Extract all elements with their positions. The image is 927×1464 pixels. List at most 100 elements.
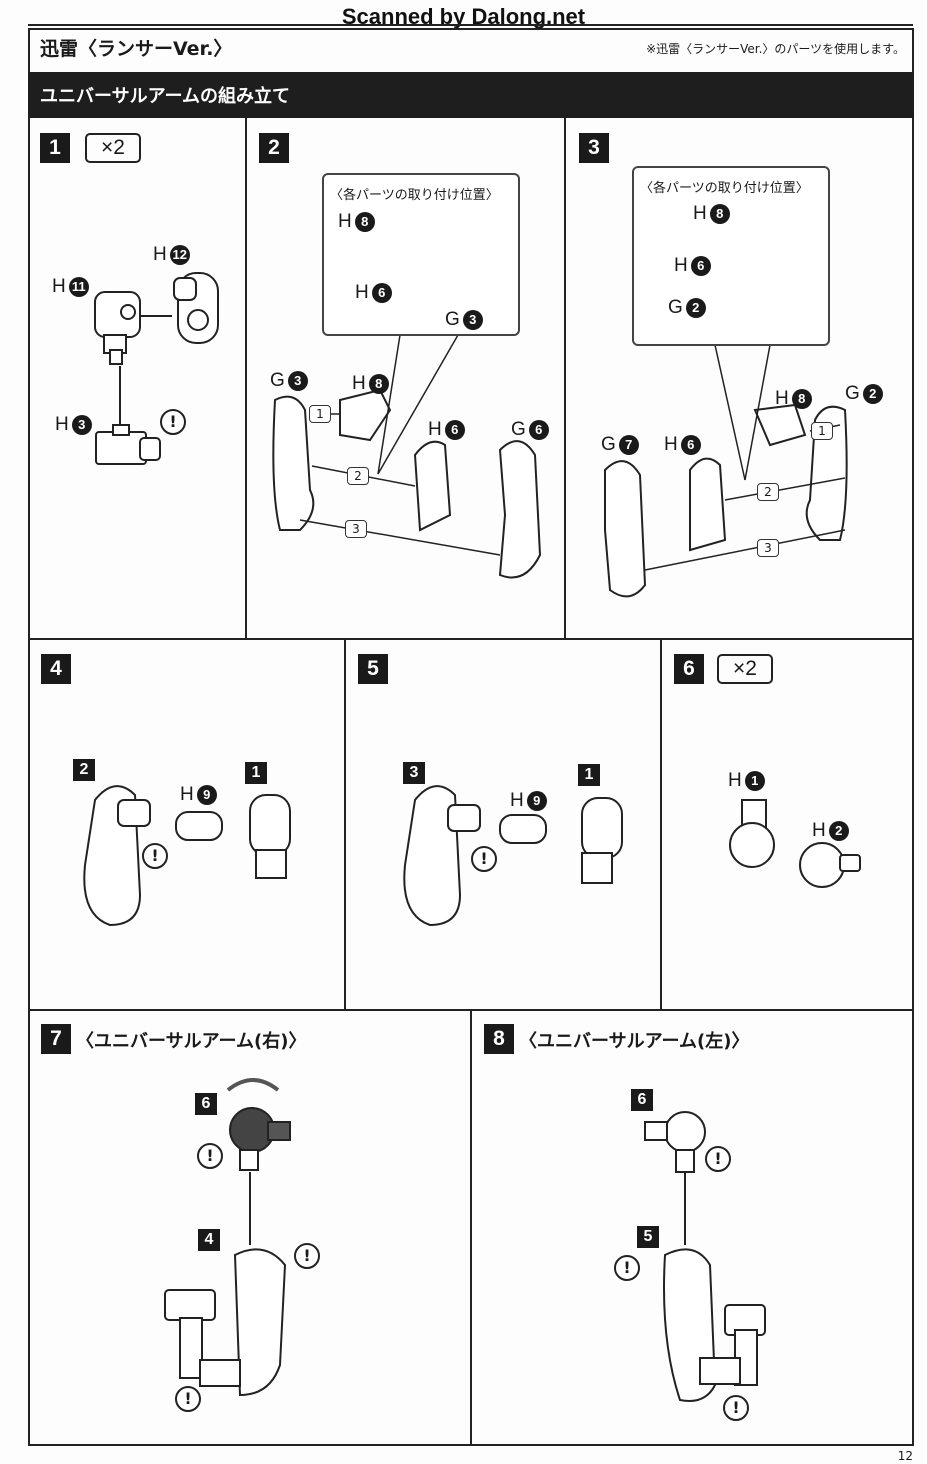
part-number-badge: 7: [618, 435, 639, 455]
part-h11: [94, 291, 141, 365]
part-number-badge: 9: [526, 791, 547, 811]
part-h2: [799, 842, 845, 888]
part-1: [581, 797, 623, 859]
part-number-badge: 8: [354, 212, 375, 232]
subassembly-ref: 5: [637, 1226, 659, 1248]
caution-icon: !: [614, 1255, 640, 1281]
col-divider: [470, 1010, 472, 1446]
part-number-badge: 12: [169, 245, 190, 265]
part-letter: H: [674, 255, 688, 276]
part-letter: H: [664, 434, 678, 455]
subassembly-ref: 2: [73, 759, 95, 781]
subassembly-ref: 1: [245, 762, 267, 784]
row-divider: [28, 638, 914, 640]
part-number-badge: 3: [287, 371, 308, 391]
col-divider: [564, 118, 566, 639]
part-letter: H: [338, 211, 352, 232]
caution-icon: !: [160, 409, 186, 435]
step-number: 4: [41, 654, 71, 684]
step-number: 5: [358, 654, 388, 684]
part-letter: G: [270, 370, 285, 391]
part-number-badge: 6: [680, 435, 701, 455]
subassembly-ref: 1: [578, 764, 600, 786]
caution-icon: !: [142, 843, 168, 869]
part-number-badge: 6: [690, 256, 711, 276]
part-letter: H: [180, 784, 194, 805]
part-number-badge: 6: [528, 420, 549, 440]
part-letter: H: [355, 282, 369, 303]
callout-title: 〈各パーツの取り付け位置〉: [640, 181, 809, 196]
caution-icon: !: [175, 1386, 201, 1412]
caution-icon: !: [197, 1143, 223, 1169]
rotate-arrow: [226, 1078, 280, 1092]
part-letter: H: [728, 770, 742, 791]
part-letter: H: [428, 419, 442, 440]
step-number: 1: [40, 133, 70, 163]
part-letter: H: [153, 244, 167, 265]
col-divider: [344, 639, 346, 1010]
section-title: ユニバーサルアームの組み立て: [28, 72, 914, 118]
subassembly-ref: 6: [631, 1089, 653, 1111]
part-g3: [272, 395, 315, 531]
attachment-callout: [322, 173, 520, 336]
part-4: [233, 1248, 287, 1397]
quantity-badge: ×2: [717, 654, 773, 684]
part-letter: H: [55, 414, 69, 435]
caution-icon: !: [723, 1395, 749, 1421]
part-letter: G: [445, 309, 460, 330]
part-number-badge: 11: [68, 277, 89, 297]
part-number-badge: 8: [709, 204, 730, 224]
caution-icon: !: [471, 846, 497, 872]
part-number-badge: 3: [462, 310, 483, 330]
part-number-badge: 2: [828, 821, 849, 841]
quantity-badge: ×2: [85, 133, 141, 163]
page-title: 迅雷〈ランサーVer.〉: [40, 38, 233, 60]
step-title: 〈ユニバーサルアーム(右)〉: [76, 1031, 307, 1052]
part-h6: [689, 457, 727, 552]
part-1: [249, 794, 291, 856]
part-3: [403, 785, 462, 927]
part-number-badge: 8: [368, 374, 389, 394]
subassembly-ref: 3: [403, 762, 425, 784]
callout-title: 〈各パーツの取り付け位置〉: [330, 188, 499, 203]
order-marker: 2: [347, 467, 369, 485]
part-number-badge: 2: [862, 384, 883, 404]
step-number: 3: [579, 133, 609, 163]
part-h6: [413, 440, 452, 532]
col-divider: [245, 118, 247, 639]
part-number-badge: 9: [196, 785, 217, 805]
caution-icon: !: [705, 1146, 731, 1172]
part-h9: [175, 811, 223, 841]
parts-note: ※迅雷〈ランサーVer.〉のパーツを使用します。: [646, 42, 905, 56]
part-h3: [95, 424, 161, 465]
part-letter: G: [511, 419, 526, 440]
subassembly-ref: 6: [195, 1093, 217, 1115]
part-g6: [498, 440, 542, 579]
step-title: 〈ユニバーサルアーム(左)〉: [519, 1031, 750, 1052]
part-letter: G: [668, 297, 683, 318]
part-g2: [805, 405, 848, 541]
part-letter: H: [693, 203, 707, 224]
part-h8: [753, 403, 807, 447]
part-letter: G: [845, 383, 860, 404]
col-divider: [660, 639, 662, 1010]
part-h8: [339, 388, 392, 442]
top-rule: [28, 24, 913, 26]
part-number-badge: 8: [791, 389, 812, 409]
